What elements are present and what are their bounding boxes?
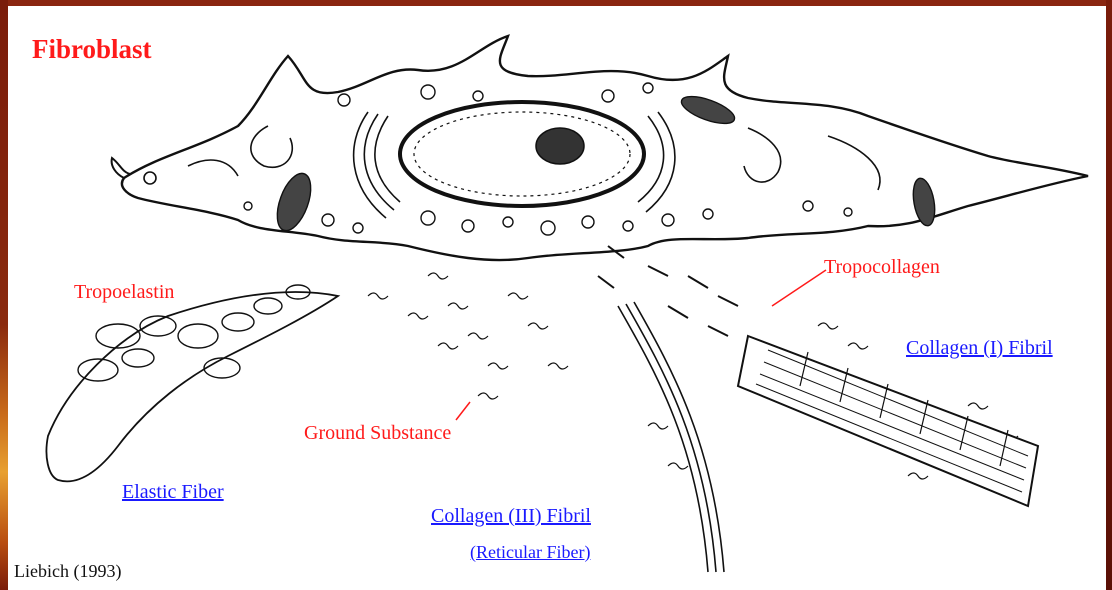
- frame-right: [1106, 0, 1112, 590]
- label-tropoelastin: Tropoelastin: [74, 282, 174, 302]
- diagram-title: Fibroblast: [32, 36, 152, 63]
- label-ground-substance: Ground Substance: [304, 423, 451, 443]
- link-reticular-fiber[interactable]: (Reticular Fiber): [470, 543, 590, 561]
- collagen-iii-fibril: [618, 302, 724, 572]
- fibroblast-diagram: Fibroblast Tropoelastin Tropocollagen Gr…: [8, 6, 1106, 590]
- link-elastic-fiber[interactable]: Elastic Fiber: [122, 482, 224, 502]
- link-collagen-i-fibril[interactable]: Collagen (I) Fibril: [906, 338, 1053, 358]
- tropocollagen-molecules: [598, 246, 738, 336]
- label-tropocollagen: Tropocollagen: [824, 257, 940, 277]
- frame-left: [0, 0, 8, 590]
- credit-text: Liebich (1993): [8, 556, 208, 590]
- elastic-fiber-shape: [46, 292, 338, 481]
- nucleolus: [536, 128, 584, 164]
- nucleus: [400, 102, 644, 206]
- link-collagen-iii-fibril[interactable]: Collagen (III) Fibril: [431, 506, 591, 526]
